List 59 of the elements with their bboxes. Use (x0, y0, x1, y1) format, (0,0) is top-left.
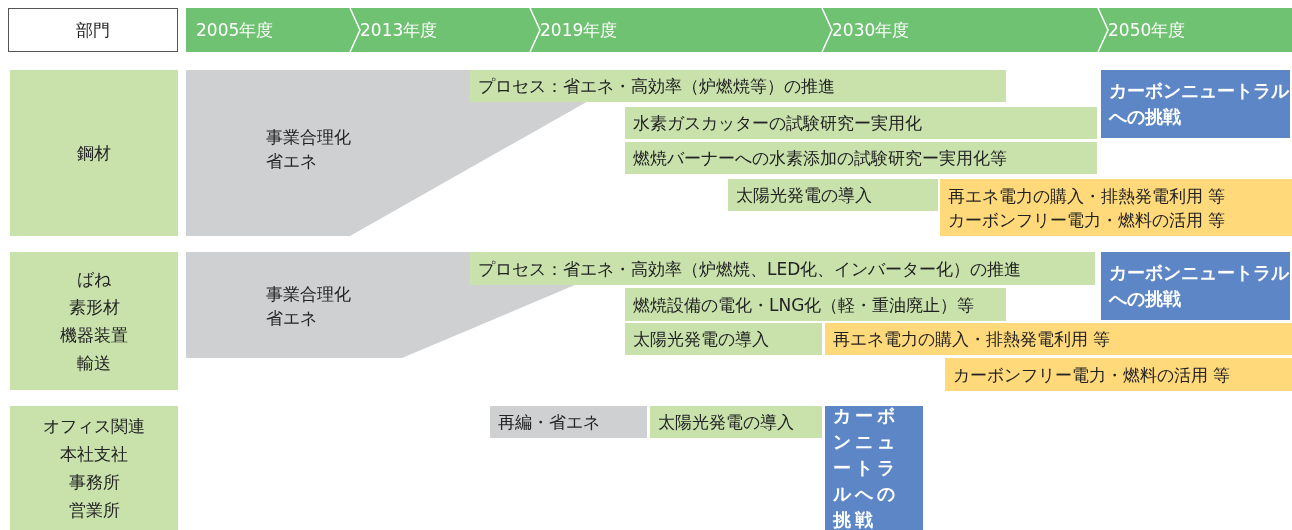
goal-label: カーボンニュートラルへの挑戦 (833, 404, 900, 530)
sector-label: 事務所 (68, 471, 120, 494)
bar-label: 再編・省エネ (498, 411, 600, 434)
sector-label: ばね (77, 268, 111, 291)
measure-bar (728, 179, 938, 211)
header-cell (8, 8, 178, 52)
sector-box (10, 406, 178, 530)
goal-label: カーボンニュートラルへの挑戦 (1109, 261, 1289, 311)
measure-bar (625, 323, 822, 355)
measure-bar (625, 288, 1006, 321)
sector-label: 営業所 (68, 499, 120, 522)
wedge-label: 省エネ (266, 307, 318, 330)
year-label: 2013年度 (360, 19, 438, 42)
measure-bar (945, 358, 1292, 391)
year-label: 2030年度 (832, 19, 910, 42)
bar-label: カーボンフリー電力・燃料の活用 等 (953, 363, 1231, 387)
goal-box (1101, 252, 1290, 320)
goal-box (825, 406, 923, 530)
measure-bar (625, 142, 1097, 174)
sector-label: 輸送 (77, 352, 111, 375)
measure-bar (940, 179, 1292, 236)
timeline-segment (822, 8, 1098, 52)
bar-label: プロセス：省エネ・高効率（炉燃焼、LED化、インバーター化）の推進 (478, 257, 1022, 281)
wedge-label: 省エネ (266, 150, 318, 173)
measure-bar (625, 107, 1097, 139)
wedge-label: 事業合理化 (266, 126, 351, 149)
bar-label: カーボンフリー電力・燃料の活用 等 (948, 208, 1226, 232)
goal-label: カーボンニュートラルへの挑戦 (1109, 79, 1289, 129)
measure-bar (470, 70, 1006, 102)
bar-label: プロセス：省エネ・高効率（炉燃焼等）の推進 (478, 75, 835, 98)
timeline-segment (1098, 8, 1292, 52)
timeline-segment (530, 8, 822, 52)
goal-box (1101, 70, 1290, 138)
sector-box (10, 252, 178, 390)
timeline-segment (186, 8, 350, 52)
header-label: 部門 (76, 19, 110, 42)
bar-label: 太陽光発電の導入 (736, 184, 872, 207)
sector-label: 本社支社 (60, 443, 128, 466)
sector-box (10, 70, 178, 236)
year-label: 2019年度 (540, 19, 618, 42)
bar-label: 太陽光発電の導入 (633, 328, 769, 351)
measure-bar (825, 323, 1292, 355)
sector-label: オフィス関連 (43, 415, 145, 438)
sector-label: 鋼材 (77, 142, 111, 165)
sector-label: 機器装置 (60, 324, 128, 347)
bar-label: 太陽光発電の導入 (658, 411, 794, 434)
bar-label: 再エネ電力の購入・排熱発電利用 等 (948, 184, 1226, 208)
year-label: 2005年度 (196, 19, 274, 42)
measure-bar (650, 406, 822, 438)
sector-label: 素形材 (68, 296, 120, 319)
bar-label: 燃焼設備の電化・LNG化（軽・重油廃止）等 (633, 293, 975, 317)
measure-bar (490, 406, 647, 438)
measure-bar (470, 252, 1095, 285)
wedge-label: 事業合理化 (266, 283, 351, 306)
bar-label: 水素ガスカッターの試験研究ー実用化 (633, 112, 922, 135)
bar-label: 燃焼バーナーへの水素添加の試験研究ー実用化等 (633, 147, 1007, 170)
bar-label: 再エネ電力の購入・排熱発電利用 等 (833, 328, 1111, 351)
year-label: 2050年度 (1108, 19, 1186, 42)
timeline-segment (350, 8, 530, 52)
